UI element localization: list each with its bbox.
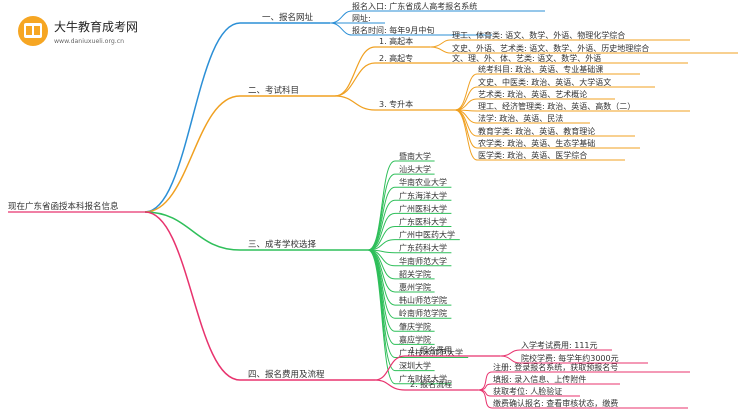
school-item: 广州中医药大学 <box>399 230 455 240</box>
watermark-url: www.daniuxueli.org.cn <box>54 38 124 45</box>
branch-1-label: 一、报名网址 <box>262 12 314 23</box>
watermark: 大牛教育成考网 www.daniuxueli.org.cn <box>18 16 138 46</box>
school-item: 暨南大学 <box>399 151 431 161</box>
school-item: 华南农业大学 <box>399 177 447 187</box>
branch-3: 三、成考学校选择 暨南大学汕头大学华南农业大学广东海洋大学广州医科大学广东医科大… <box>144 151 469 385</box>
b4-sub2-item: 缴费确认报名: 查看审核状态，缴费 <box>493 398 618 408</box>
branch-1: 一、报名网址 报名入口: 广东省成人高考报名系统 网址: 报名时间: 每年9月中… <box>144 1 545 213</box>
b2-sub2-label: 2. 高起专 <box>379 53 413 63</box>
branch-3-label: 三、成考学校选择 <box>248 239 317 250</box>
school-item: 肇庆学院 <box>399 321 431 331</box>
b1-item: 报名入口: 广东省成人高考报名系统 <box>352 1 477 11</box>
school-item: 汕头大学 <box>399 164 431 174</box>
branch-4: 四、报名费用及流程 1. 报名费用 入学考试费用: 111元 院校学费: 每学年… <box>144 211 690 409</box>
b2-sub3-item: 文史、中医类: 政治、英语、大学语文 <box>478 77 611 87</box>
b1-item: 报名时间: 每年9月中旬 <box>352 25 434 35</box>
school-item: 广东医科大学 <box>399 217 447 227</box>
branch-4-label: 四、报名费用及流程 <box>248 369 325 380</box>
b2-sub3-items: 统考科目: 政治、英语、专业基础课 文史、中医类: 政治、英语、大学语文 艺术类… <box>454 64 690 161</box>
school-connector <box>367 186 396 251</box>
watermark-name: 大牛教育成考网 <box>54 19 138 34</box>
b2-sub3-item: 理工、经济管理类: 政治、英语、高数（二） <box>478 101 635 111</box>
school-item: 韶关学院 <box>399 269 431 279</box>
school-item: 深圳大学 <box>399 361 431 371</box>
b4-sub2-item: 填报: 录入信息、上传附件 <box>493 374 586 384</box>
b2-sub3-item: 农学类: 政治、英语、生态学基础 <box>478 138 595 148</box>
b2-sub1-item: 理工、体育类: 语文、数学、外语、物理化学综合 <box>452 30 625 40</box>
b4-sub1-item: 入学考试费用: 111元 <box>521 340 598 350</box>
b4-sub1-label: 1. 报名费用 <box>410 345 452 355</box>
book-icon <box>18 16 48 46</box>
root-node: 现在广东省函授本科报名信息 <box>8 201 119 212</box>
b4-sub2-item: 获取考位: 人脸验证 <box>493 386 562 396</box>
school-item: 岭南师范学院 <box>399 308 447 318</box>
school-item: 韩山师范学院 <box>399 295 447 305</box>
b2-sub3-item: 教育学类: 政治、英语、教育理论 <box>478 126 595 136</box>
b4-sub2-item: 注册: 登录报名系统，获取预报名号 <box>493 362 618 372</box>
school-item: 广东财经大学 <box>399 374 447 384</box>
school-item: 广东海洋大学 <box>399 190 447 200</box>
school-item: 惠州学院 <box>399 282 431 292</box>
school-item: 嘉应学院 <box>399 334 431 344</box>
school-item: 华南师范大学 <box>399 256 447 266</box>
b2-sub1-label: 1. 高起本 <box>379 36 413 46</box>
b2-sub1-item: 文史、外语、艺术类: 语文、数学、外语、历史地理综合 <box>452 43 649 53</box>
b2-sub3-item: 法学: 政治、英语、民法 <box>478 113 563 123</box>
school-connector <box>367 160 396 251</box>
b3-schools: 暨南大学汕头大学华南农业大学广东海洋大学广州医科大学广东医科大学广州中医药大学广… <box>399 151 463 384</box>
b1-item: 网址: <box>352 13 371 23</box>
b4-sub2-label: 2. 报名流程 <box>410 379 452 389</box>
school-connector <box>367 226 396 251</box>
b2-sub3-item: 艺术类: 政治、英语、艺术概论 <box>478 89 587 99</box>
branch-2-label: 二、考试科目 <box>248 85 299 96</box>
school-connector <box>367 249 396 385</box>
b4-sub1-item: 院校学费: 每学年约3000元 <box>521 353 619 363</box>
b2-sub2-item: 文、理、外、体、艺类: 语文、数学、外语 <box>452 53 601 63</box>
school-item: 广州医科大学 <box>399 203 447 213</box>
branch-2: 二、考试科目 1. 高起本 理工、体育类: 语文、数学、外语、物理化学综合 文史… <box>144 30 738 213</box>
b2-sub3-item: 医学类: 政治、英语、医学综合 <box>478 150 587 160</box>
school-item: 广东技术师范大学 <box>399 348 463 358</box>
b2-sub3-label: 3. 专升本 <box>379 99 413 109</box>
school-item: 广东药科大学 <box>399 243 447 253</box>
b2-sub3-item: 统考科目: 政治、英语、专业基础课 <box>478 64 603 74</box>
